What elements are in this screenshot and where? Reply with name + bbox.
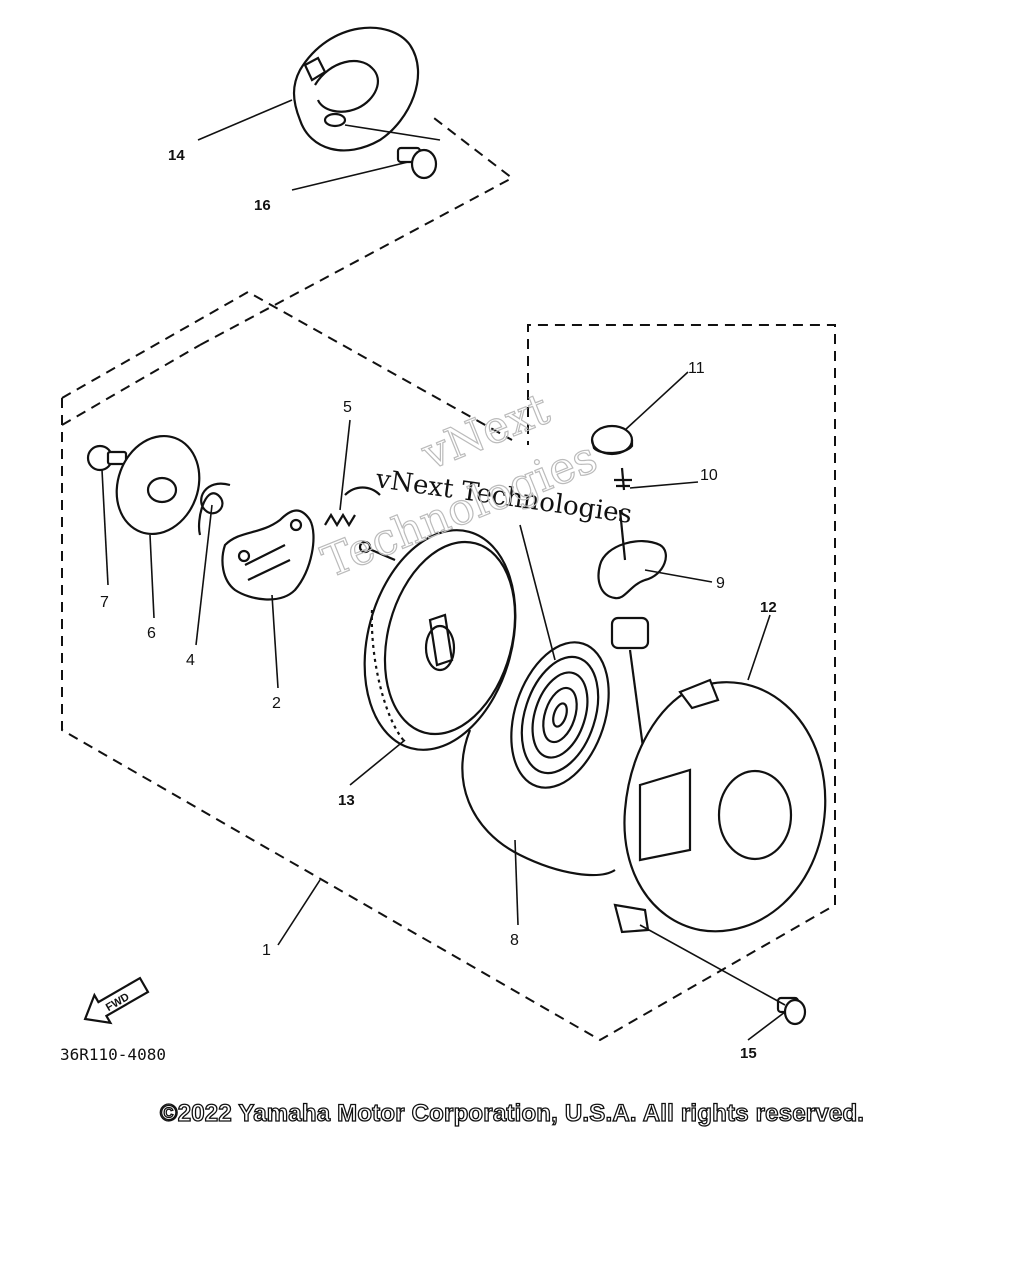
part-16-bolt	[396, 146, 438, 180]
part-12-starter-case	[613, 678, 827, 934]
part-8-recoil-spring	[461, 641, 616, 877]
callout-12: 12	[760, 599, 777, 616]
callout-6: 6	[147, 625, 156, 642]
copyright-notice: ©2022 Yamaha Motor Corporation, U.S.A. A…	[159, 1099, 865, 1127]
part-5-spring	[324, 486, 381, 528]
callout-5: 5	[343, 399, 352, 416]
part-4-spring-clip	[198, 482, 231, 536]
callout-labels: 1 2 4 5 6 7 8 9 10 11 12 13 14 15 16	[100, 147, 777, 1062]
callout-13: 13	[338, 792, 355, 809]
part-2-pawl-guide	[221, 509, 315, 601]
callout-15: 15	[740, 1045, 757, 1062]
callout-9: 9	[716, 575, 725, 592]
part-11-cap	[590, 424, 634, 456]
drawing-code: 36R110-4080	[60, 1045, 166, 1064]
fwd-arrow: FWD	[83, 976, 150, 1025]
leader-lines	[101, 99, 786, 1041]
part-6-cover-plate	[115, 434, 201, 536]
part-10-handle-pin	[614, 467, 632, 491]
callout-14: 14	[168, 147, 185, 164]
part-7-bolt	[86, 444, 128, 472]
assembly-boundary	[61, 114, 836, 1042]
callout-4: 4	[186, 652, 195, 669]
part-13-pulley-reel	[363, 529, 517, 751]
callout-10: 10	[700, 467, 718, 484]
part-15-bolt	[776, 996, 807, 1026]
callout-16: 16	[254, 197, 271, 214]
part-14-drive-plate	[292, 26, 420, 152]
callout-2: 2	[272, 695, 281, 712]
pin	[358, 540, 396, 562]
part-9-starter-handle	[597, 509, 667, 801]
callout-8: 8	[510, 932, 519, 949]
callout-11: 11	[688, 360, 705, 377]
callout-1: 1	[262, 942, 271, 959]
callout-7: 7	[100, 594, 109, 611]
